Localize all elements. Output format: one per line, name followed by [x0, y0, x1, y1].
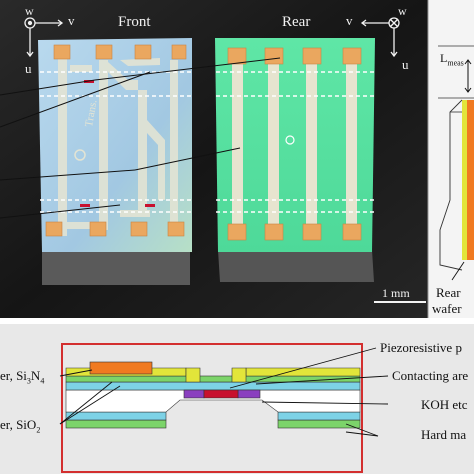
scale-bar-label: 1 mm — [382, 286, 410, 300]
label-piezoresistive: Piezoresistive p — [380, 340, 462, 355]
top-photo-panel: Front Rear w v u w v u Trans. 1 mm Lmeas… — [0, 0, 474, 318]
front-label: Front — [118, 14, 151, 30]
label-si3n4-sub3: 3 — [26, 376, 31, 386]
rear-wafer-line1: Rear — [436, 285, 461, 300]
rear-wafer-line2: wafer — [432, 301, 462, 316]
axis-rear-v: v — [346, 13, 353, 28]
photo-illustration — [0, 0, 474, 318]
axis-rear-u: u — [402, 57, 409, 72]
side-L-main: L — [440, 51, 448, 65]
axis-rear-w: w — [398, 4, 407, 18]
label-koh: KOH etc — [421, 397, 468, 412]
axis-front-w: w — [25, 4, 34, 18]
side-L-sub: meas — [447, 58, 464, 68]
axis-icon-rear — [360, 17, 400, 58]
axis-front-u: u — [25, 61, 32, 76]
label-si3n4-prefix: er, Si — [0, 368, 27, 383]
rear-label: Rear — [282, 14, 311, 30]
label-sio2-prefix: er, SiO — [0, 417, 37, 432]
label-sio2-sub2: 2 — [36, 425, 41, 435]
side-view-drawing — [438, 45, 474, 281]
leader-lines — [0, 57, 281, 219]
axis-front-v: v — [68, 13, 75, 28]
label-sio2: er, SiO2 — [0, 418, 40, 435]
side-L-label: Lmeas — [440, 52, 464, 67]
label-contacting: Contacting are — [392, 368, 469, 383]
rear-chip — [215, 38, 375, 282]
label-hard-mask: Hard ma — [421, 427, 467, 442]
label-si3n4-n: N — [30, 368, 41, 383]
cross-section-panel: Piezoresistive p Contacting are KOH etc … — [0, 324, 474, 474]
label-si3n4: er, Si3N4 — [0, 369, 44, 386]
cross-section-leaders — [59, 347, 389, 437]
front-chip — [38, 38, 192, 285]
cross-section-diagram — [59, 343, 389, 473]
label-si3n4-sub4: 4 — [40, 376, 45, 386]
axis-icon-front — [24, 17, 64, 58]
cross-section-frame — [61, 343, 363, 473]
